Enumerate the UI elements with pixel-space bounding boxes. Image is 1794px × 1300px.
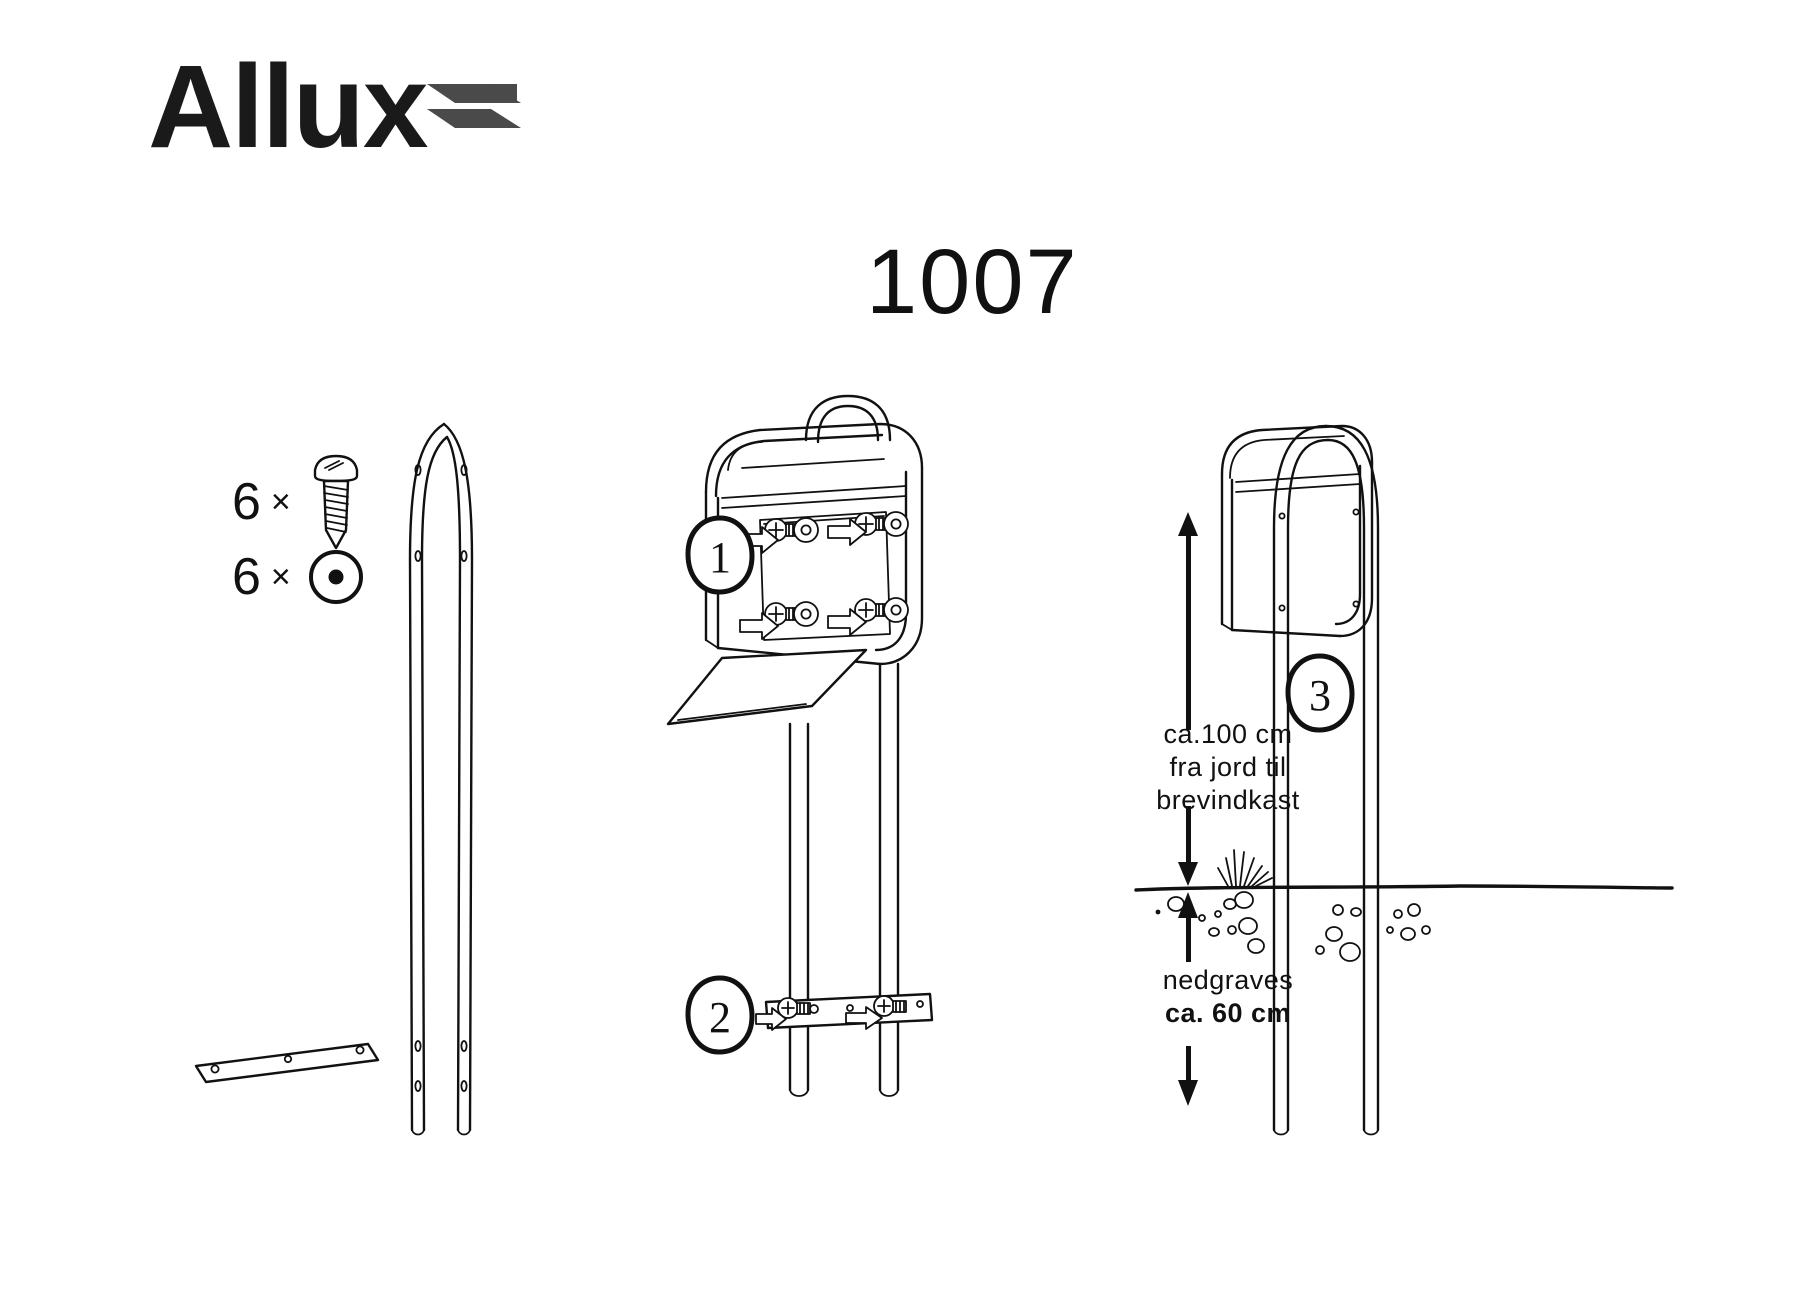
screw-times-symbol: × [270,482,291,521]
measurement-arrow-above-ground [1178,512,1198,886]
annotation-line-1: ca.100 cm [1163,719,1293,749]
page-title: 1007 [866,231,1079,333]
step-marker-1: 1 [685,515,755,595]
annotation-line-3: brevindkast [1156,785,1300,815]
flat-mounting-plate-figure [194,1042,380,1084]
below-ground-annotation: nedgraves ca. 60 cm [1138,964,1318,1030]
pan-head-screw-icon [313,454,358,550]
grass-tuft-icon [1217,849,1273,887]
u-shaped-post-figure [408,422,474,1136]
washer-times-symbol: × [270,557,291,596]
brand-wordmark: Allux [148,41,428,173]
annotation-line-2: ca. 60 cm [1164,998,1292,1028]
gravel-stones-icon [1155,891,1431,962]
annotation-line-1: nedgraves [1162,965,1294,995]
screw-washer-pair [764,517,819,543]
above-ground-annotation: ca.100 cm fra jord til brevindkast [1138,718,1318,817]
step3-figure [1134,424,1674,1136]
step2-figure [755,992,934,1031]
annotation-line-2: fra jord til [1169,752,1287,782]
ground-line [1134,884,1674,892]
screw-count: 6 [232,473,261,531]
screw-washer-pair [873,995,907,1017]
step-marker-2: 2 [685,975,755,1055]
step-2-number: 2 [709,993,731,1042]
step-marker-3: 3 [1285,653,1355,733]
screw-washer-pair [777,997,819,1019]
washer-icon [308,550,363,604]
step-1-number: 1 [709,533,731,582]
step-3-number: 3 [1309,671,1331,720]
measurement-arrow-below-ground [1178,892,1198,1106]
washer-count: 6 [232,548,261,606]
double-chevron-right-mark-icon [426,84,521,147]
assembly-arrow-icon [827,608,867,636]
step1-figure [666,394,924,1097]
parts-list-item-washer: 6 × [232,546,367,608]
assembly-arrow-icon [739,612,779,640]
parts-list-item-screw: 6 × [232,452,367,552]
assembly-arrow-icon [827,518,867,546]
brand-logo: Allux [148,48,541,166]
